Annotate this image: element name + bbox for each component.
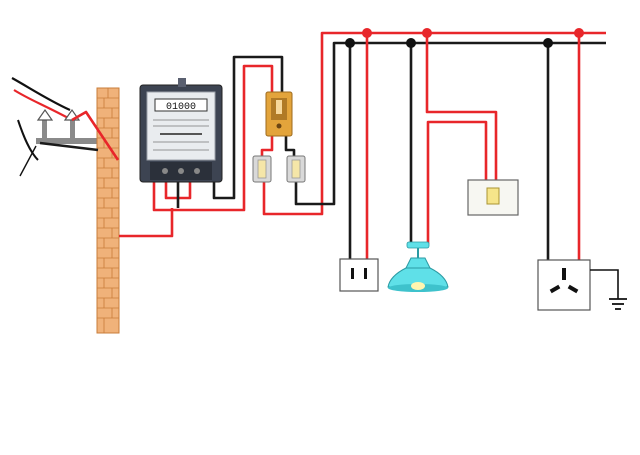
two-pin-socket <box>339 258 379 292</box>
fuse-block <box>252 155 306 183</box>
junction-nodes <box>345 28 584 48</box>
electric-meter: 01000 <box>139 78 223 183</box>
ceiling-lamp <box>387 241 449 292</box>
service-wires <box>39 110 174 238</box>
three-pin-socket <box>537 259 591 311</box>
meter-display: 01000 <box>154 98 208 113</box>
feeder-wires <box>152 31 606 216</box>
brick-wall <box>96 87 120 334</box>
main-switch <box>265 91 293 137</box>
ground-symbol <box>590 269 627 310</box>
branch-wires <box>348 33 581 263</box>
wall-switch <box>467 179 519 216</box>
service-drop <box>11 77 98 177</box>
meter-reading: 01000 <box>166 102 196 113</box>
